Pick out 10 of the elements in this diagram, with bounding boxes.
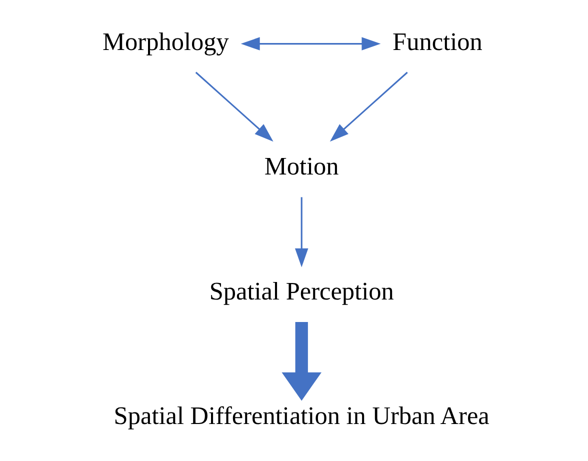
arrow <box>329 71 408 142</box>
arrow <box>294 196 308 267</box>
node-text: Spatial Perception <box>208 276 394 305</box>
node-text: Function <box>392 27 482 56</box>
node-text: Morphology <box>102 27 228 56</box>
arrow <box>240 36 380 50</box>
arrow <box>194 71 273 142</box>
node-text: Spatial Differentiation in Urban Area <box>113 402 489 430</box>
node-text: Motion <box>264 152 338 180</box>
arrow <box>281 322 321 400</box>
